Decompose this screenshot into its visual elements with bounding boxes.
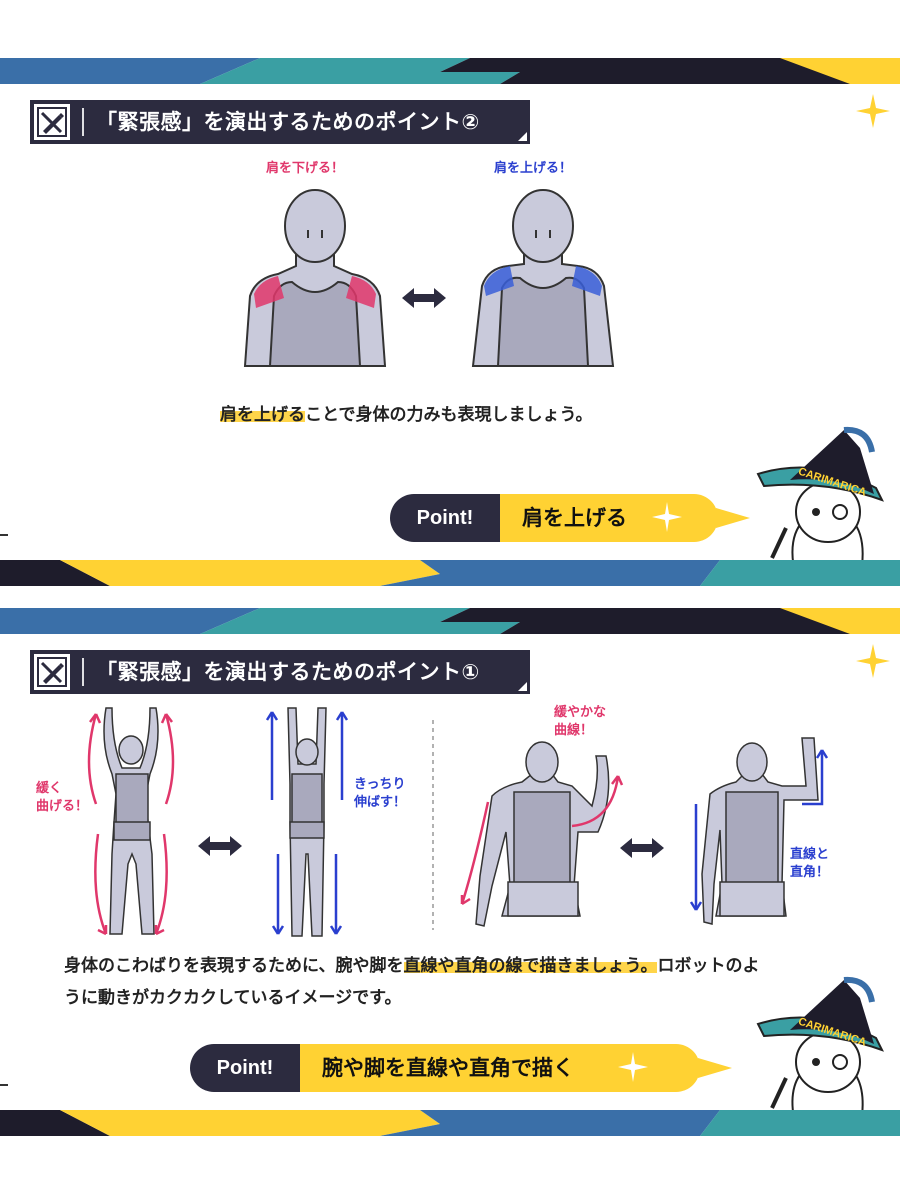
annotation-gentle-curve: 緩やかな 曲線！ bbox=[554, 705, 607, 738]
annotation-stretch-straight: きっちり 伸ばす！ bbox=[354, 777, 407, 810]
mascot-witch: CARIMARICA bbox=[756, 426, 885, 579]
caption-rest: ことで身体の力みも表現しましょう。 bbox=[305, 405, 593, 425]
annotation-shoulders-up: 肩を上げる！ bbox=[494, 161, 573, 176]
sparkle-icon bbox=[618, 1052, 648, 1082]
caption: 身体のこわばりを表現するために、腕や脚を直線や直角の線で描きましょう。ロボットの… bbox=[64, 950, 764, 1014]
annotation-straight-right-angle: 直線と 直角！ bbox=[790, 847, 830, 880]
title-corner-mark bbox=[518, 132, 527, 141]
section-title-bar: 「緊張感」を演出するためのポイント① bbox=[30, 650, 530, 694]
edge-mark bbox=[0, 534, 8, 536]
double-arrow-icon bbox=[620, 838, 664, 858]
panel-shoulders: 「緊張感」を演出するためのポイント② 肩を下げる！ 肩を上げる！ 肩を上げること… bbox=[0, 58, 900, 586]
section-title-bar: 「緊張感」を演出するためのポイント② bbox=[30, 100, 530, 144]
pencil-ruler-icon bbox=[34, 104, 70, 140]
point-tail bbox=[698, 1058, 732, 1078]
point-label: Point! bbox=[390, 494, 500, 542]
caption-highlight: 肩を上げる bbox=[220, 405, 305, 425]
figure-shoulders-up bbox=[471, 189, 615, 367]
point-tail bbox=[716, 508, 750, 528]
caption-pre: 身体のこわばりを表現するために、腕や脚を bbox=[64, 956, 404, 976]
caption-highlight: 直線や直角の線で描きましょう。 bbox=[403, 956, 658, 976]
panel-limbs: 「緊張感」を演出するためのポイント① 緩く 曲げる！ きっちり 伸ばす！ 緩やか… bbox=[0, 608, 900, 1136]
caption-post: ロボットのように動きがカクカクしているイメージです。 bbox=[64, 956, 760, 1008]
point-text: 肩を上げる bbox=[500, 494, 718, 542]
top-color-band bbox=[0, 608, 900, 634]
top-color-band bbox=[0, 58, 900, 84]
figure-arms-up-curved bbox=[87, 707, 175, 936]
double-arrow-icon bbox=[198, 836, 242, 856]
figure-arm-raised-right-angle bbox=[689, 737, 829, 925]
edge-mark bbox=[0, 1084, 8, 1086]
double-arrow-icon bbox=[402, 288, 446, 308]
figure-shoulders-down bbox=[243, 189, 387, 367]
annotation-loose-bend: 緩く 曲げる！ bbox=[36, 781, 89, 814]
figure-arm-raised-curved bbox=[460, 741, 624, 927]
sparkle-icon bbox=[856, 644, 890, 678]
title-corner-mark bbox=[518, 682, 527, 691]
section-title: 「緊張感」を演出するためのポイント① bbox=[96, 660, 480, 684]
section-title: 「緊張感」を演出するためのポイント② bbox=[96, 110, 480, 134]
point-text: 腕や脚を直線や直角で描く bbox=[300, 1044, 700, 1092]
bottom-color-band bbox=[0, 1110, 900, 1136]
title-separator bbox=[82, 108, 84, 136]
point-label: Point! bbox=[190, 1044, 300, 1092]
divider-dashed bbox=[432, 720, 434, 930]
bottom-color-band bbox=[0, 560, 900, 586]
figure-arms-up-straight bbox=[265, 707, 349, 937]
caption: 肩を上げることで身体の力みも表現しましょう。 bbox=[220, 400, 592, 425]
title-separator bbox=[82, 658, 84, 686]
sparkle-icon bbox=[856, 94, 890, 128]
annotation-shoulders-down: 肩を下げる！ bbox=[266, 161, 345, 176]
mascot-witch: CARIMARICA bbox=[756, 976, 885, 1129]
sparkle-icon bbox=[652, 502, 682, 532]
pencil-ruler-icon bbox=[34, 654, 70, 690]
